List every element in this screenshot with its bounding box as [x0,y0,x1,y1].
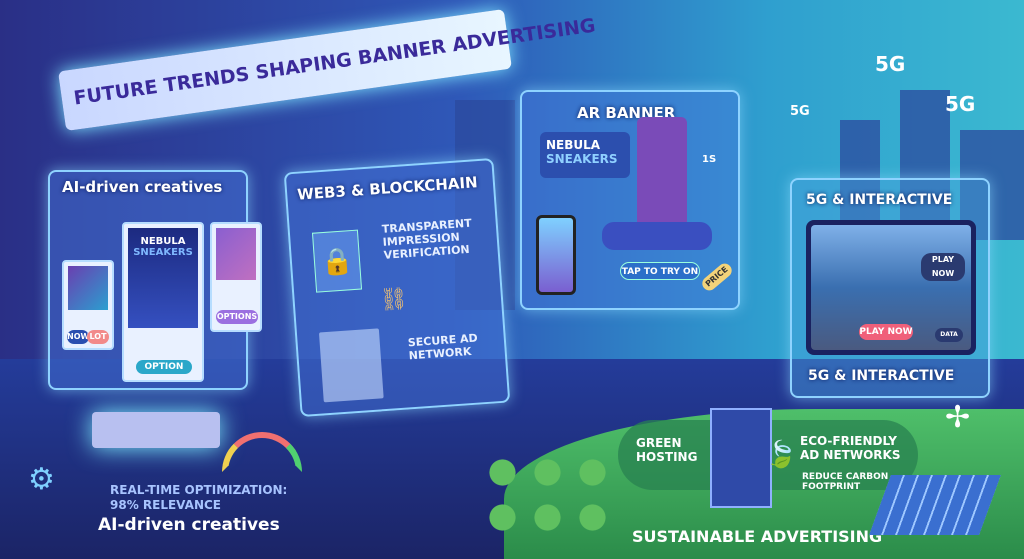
relevance-text: 98% RELEVANCE [110,498,221,512]
play-now-small-button[interactable]: PLAY NOW [921,253,965,281]
brand-bubble: NEBULA SNEAKERS [540,132,630,178]
brand-line-2: SNEAKERS [546,152,618,166]
tablet: PLAY NOW PLAY NOW DATA [806,220,976,355]
fiveg-signal-label: 5G [790,104,810,119]
wind-turbine-icon: ✢ [945,400,971,435]
lock-icon: 🔒 [311,229,363,293]
feature-text: TRANSPARENT IMPRESSION VERIFICATION [381,216,473,262]
chain-link-icon: ⛓ [379,286,409,314]
ad-card-center: NEBULA SNEAKERS OPTION [122,222,204,382]
eco-friendly-text: ECO-FRIENDLY AD NETWORKS [800,434,901,462]
fiveg-signal-label: 5G [875,52,906,76]
lot-button[interactable]: LOT [87,330,109,344]
server-block [318,328,384,403]
sustainable-title: SUSTAINABLE ADVERTISING [632,527,883,546]
options-button[interactable]: OPTIONS [216,310,258,324]
option-button[interactable]: OPTION [136,360,192,374]
building [900,90,950,240]
brand-line-1: NEBULA [546,138,601,152]
badge: 1S [702,154,717,165]
data-gauge: DATA [935,328,963,342]
fiveg-panel: 5G & INTERACTIVE PLAY NOW PLAY NOW DATA … [790,178,990,398]
tap-to-try-on-button[interactable]: TAP TO TRY ON [620,262,700,280]
sneakers-illustration [602,222,712,250]
green-hosting-text: GREEN HOSTING [636,436,698,464]
panel-title: AI-driven creatives [62,178,223,196]
optimization-text: REAL-TIME OPTIMIZATION: [110,483,288,497]
fiveg-signal-label: 5G [945,92,976,116]
feature-text: SECURE AD NETWORK [407,331,479,363]
panel-title: WEB3 & BLOCKCHAIN [296,173,479,204]
hologram-projector [92,412,220,448]
shoe-image [216,228,256,280]
optimization-caption: AI-driven creatives [98,515,280,535]
play-now-button[interactable]: PLAY NOW [859,324,913,340]
leaf-icon: 🍃 [765,440,798,470]
server-rack-icon [710,408,772,508]
panel-title: 5G & INTERACTIVE [806,192,953,208]
reduce-carbon-text: REDUCE CARBON FOOTPRINT [802,472,889,492]
web3-panel: WEB3 & BLOCKCHAIN 🔒 TRANSPARENT IMPRESSI… [283,157,511,418]
brain-gears-icon: ⚙ [28,462,55,497]
price-tag: PRICE [699,260,735,294]
panel-caption: 5G & INTERACTIVE [808,368,955,384]
ad-card-right: OPTIONS [210,222,262,332]
brand-line-2: SNEAKERS [133,247,193,258]
trees [480,450,610,540]
shoe-image [68,266,108,310]
legs-illustration [637,117,687,227]
solar-panels [869,475,1001,535]
now-button[interactable]: NOW [67,330,89,344]
ad-creative: NEBULA SNEAKERS [128,228,198,328]
brand-line-1: NEBULA [140,236,186,247]
ad-card-left: NOW LOT [62,260,114,350]
ai-creatives-panel: AI-driven creatives NOW LOT NEBULA SNEAK… [48,170,262,390]
building [455,100,515,310]
smartphone [536,215,576,295]
racing-game-screen: PLAY NOW PLAY NOW DATA [811,225,971,350]
